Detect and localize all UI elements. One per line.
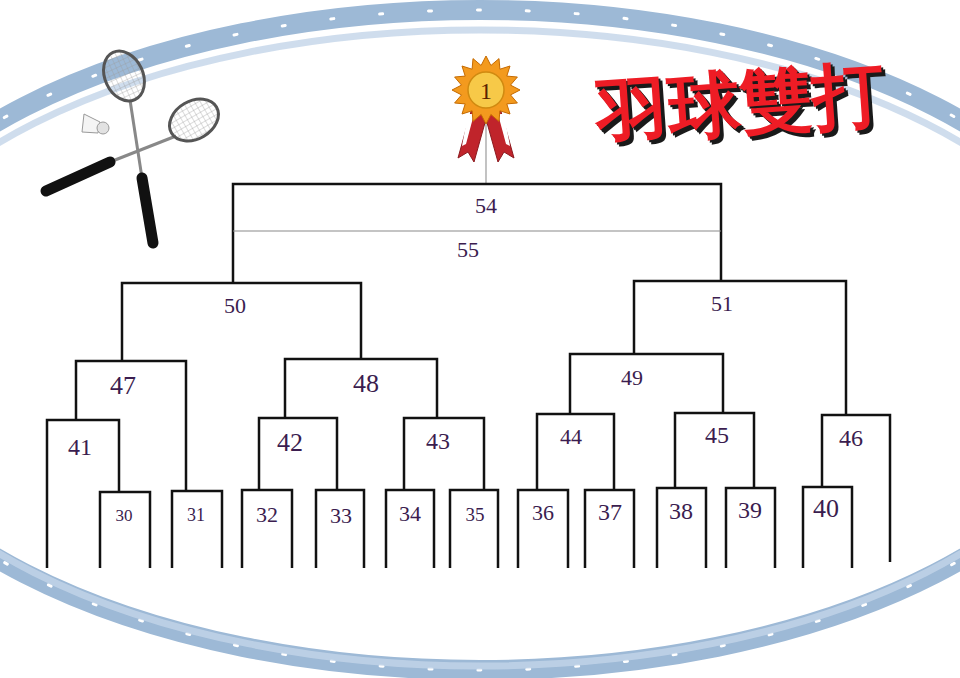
frame-band-inner [0, 30, 960, 666]
match-number: 42 [277, 430, 303, 456]
medal-star [452, 56, 520, 124]
bracket-line-thin [233, 230, 721, 231]
match-number: 41 [68, 435, 92, 459]
frame-band [0, 10, 960, 670]
match-number: 45 [705, 423, 729, 447]
frame-dots [0, 10, 960, 670]
racket-handle [142, 178, 153, 243]
match-number: 39 [738, 498, 762, 522]
match-number: 50 [224, 295, 246, 317]
racket-head [162, 91, 226, 150]
match-number: 49 [621, 367, 643, 389]
match-number: 51 [711, 293, 733, 315]
match-number: 54 [475, 195, 497, 217]
match-number: 47 [110, 373, 136, 399]
medal [452, 56, 520, 162]
badminton-rackets [46, 44, 226, 243]
match-number: 40 [813, 496, 839, 522]
title: 羽球雙打 [594, 57, 886, 149]
match-number: 37 [598, 500, 622, 524]
match-number: 48 [353, 371, 379, 397]
racket-shaft [130, 100, 142, 178]
medal-number: 1 [480, 79, 492, 103]
match-number: 36 [532, 502, 554, 524]
medal-ribbon-stripe [462, 114, 474, 146]
bracket-lines [47, 184, 890, 568]
match-number: 55 [457, 239, 479, 261]
medal-stem [485, 120, 486, 184]
medal-ribbon-stripe [498, 114, 510, 146]
match-number: 34 [399, 503, 421, 525]
match-number: 46 [839, 426, 863, 450]
match-number: 38 [669, 499, 693, 523]
match-number: 32 [256, 504, 278, 526]
match-number: 33 [330, 505, 352, 527]
racket-shaft [110, 136, 176, 162]
match-number: 44 [560, 426, 582, 448]
medal-disc [468, 72, 504, 108]
racket-head [96, 44, 152, 107]
match-number: 43 [426, 429, 450, 453]
match-number: 30 [116, 507, 133, 524]
match-number: 35 [466, 505, 485, 524]
match-number: 31 [187, 506, 205, 524]
shuttlecock-cork [97, 122, 109, 134]
racket-handle [46, 162, 110, 191]
